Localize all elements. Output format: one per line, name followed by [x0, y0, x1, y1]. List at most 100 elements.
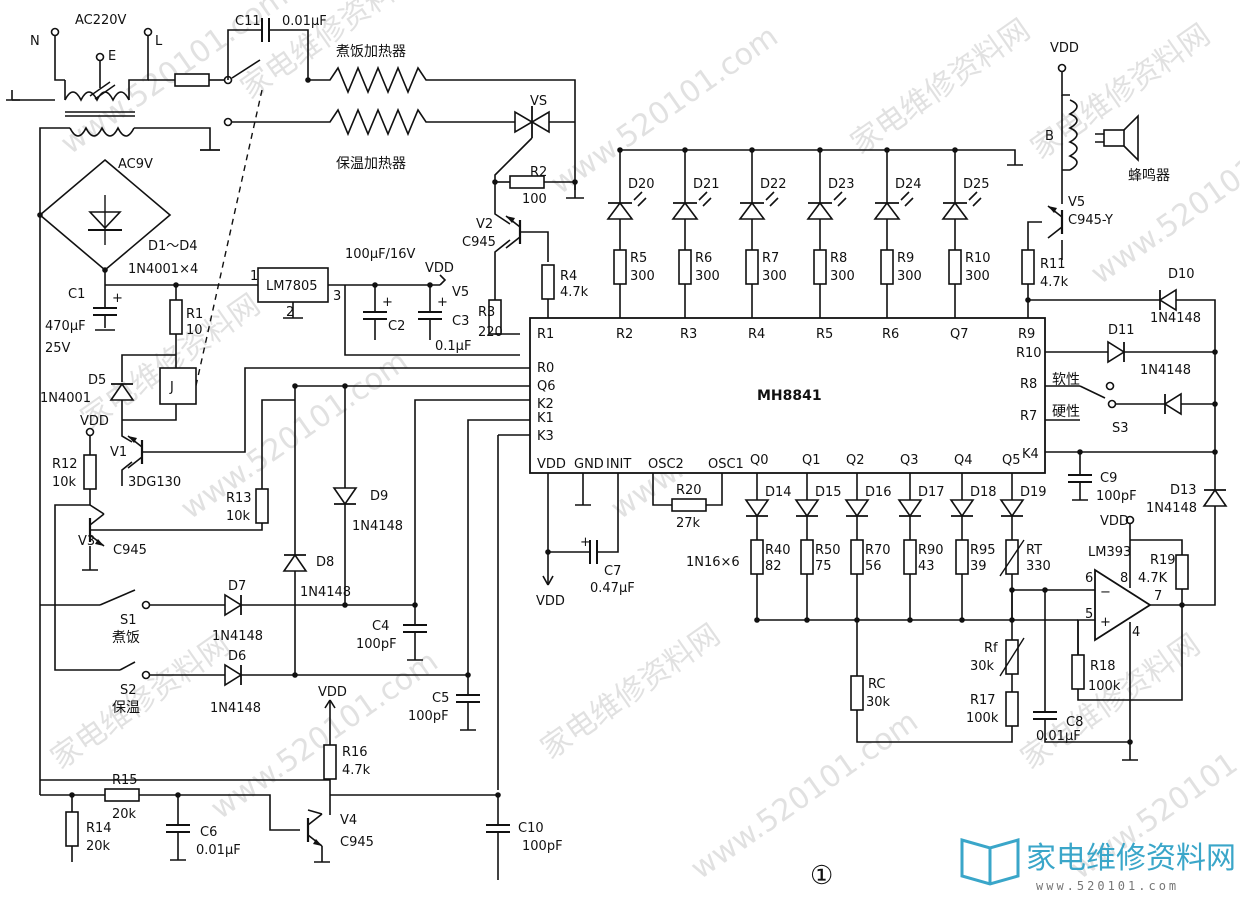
label-buzzer: 蜂鸣器 [1128, 167, 1170, 184]
label-n: N [30, 34, 40, 49]
led-d21 [671, 191, 712, 220]
watermark-cn: 家电维修资料网 [45, 627, 237, 776]
label-d6-value: 1N4148 [210, 701, 261, 716]
label-r20-value: 27k [676, 516, 701, 531]
led-row: D20R5300D21R6300D22R7300D23R8300D24R9300… [606, 147, 1023, 318]
label-c1-value: 470μF [45, 319, 86, 334]
label-d21: D21 [693, 177, 720, 192]
label-5v: V5 [452, 285, 469, 300]
ic-pin-gnd: GND [574, 457, 604, 472]
watermark-cn: 家电维修资料网 [1015, 627, 1207, 776]
label-rc-value: 30k [866, 695, 891, 710]
label-r7-led: R7 [762, 251, 779, 266]
label-r6-led: R6 [695, 251, 712, 266]
label-r16-value: 4.7k [342, 763, 371, 778]
label-d19: D19 [1020, 485, 1047, 500]
ic-pin-r5: R5 [816, 327, 833, 342]
ic-pin-q6: Q6 [537, 379, 556, 394]
label-r1-value: 10 [186, 323, 203, 338]
rectifier-bridge: D1～D4 1N4001×4 + C1 470μF 25V R1 10 [37, 158, 258, 780]
label-c1-plus: + [112, 291, 123, 306]
label-d13: D13 [1170, 483, 1197, 498]
label-d9-value: 1N4148 [352, 519, 403, 534]
regulator: LM7805 1 3 2 V5 VDD 100μF/16V + C2 + C3 … [250, 247, 520, 356]
logo-url: www.520101.com [1036, 879, 1179, 893]
label-r11: R11 [1040, 257, 1066, 272]
label-100uf: 100μF/16V [345, 247, 415, 262]
label-c6: C6 [200, 825, 217, 840]
ic-pin-vdd: VDD [537, 457, 566, 472]
diode-d16 [844, 499, 870, 518]
label-r14: R14 [86, 821, 112, 836]
label-r2-left: R2 [530, 165, 547, 180]
lm393-pin4: 4 [1132, 625, 1140, 640]
label-v1-value: 3DG130 [128, 475, 181, 490]
led-d24 [873, 191, 914, 220]
label-r5-led: R5 [630, 251, 647, 266]
label-s3: S3 [1112, 421, 1129, 436]
label-diodes-bottom-value: 1N16×6 [686, 555, 740, 570]
resistor-r8 [813, 249, 827, 285]
label-d7-value: 1N4148 [212, 629, 263, 644]
label-c10-value: 100pF [522, 839, 563, 854]
label-v5-value: C945-Y [1068, 213, 1113, 228]
label-c5-value: 100pF [408, 709, 449, 724]
label-ac220v: AC220V [75, 13, 127, 28]
label-s1-cook: 煮饭 [112, 630, 140, 646]
label-rc: RC [868, 677, 885, 692]
label-d24: D24 [895, 177, 922, 192]
label-r40: R40 [765, 543, 791, 558]
label-r10-led: R10 [965, 251, 991, 266]
svg-text:+: + [1100, 615, 1111, 630]
diode-d18 [949, 499, 975, 518]
watermark-cn: 家电维修资料网 [535, 617, 727, 766]
ic-name: MH8841 [757, 388, 822, 404]
ic-pin-init: INIT [606, 457, 631, 472]
watermark-url: www.520101.com [545, 19, 785, 202]
label-d17: D17 [918, 485, 945, 500]
resistor-r17 [1005, 691, 1019, 727]
resistor-r9 [880, 249, 894, 285]
label-c2: C2 [388, 319, 405, 334]
v2-driver: V2 C945 R4 4.7k R3 220 [462, 190, 589, 340]
label-vdd-bottom: VDD [536, 594, 565, 609]
label-r14-value: 20k [86, 839, 111, 854]
label-c3: C3 [452, 314, 469, 329]
label-led-res-value: 300 [830, 269, 855, 284]
label-r12: R12 [52, 457, 78, 472]
label-c7-value: 0.47μF [590, 581, 635, 596]
label-d8: D8 [316, 555, 334, 570]
heater-section: C11 0.01μF 煮饭加热器 保温加热器 VS R2 100 [194, 14, 584, 391]
ic-pin-q2: Q2 [846, 453, 865, 468]
lm393-pin5: 5 [1085, 607, 1093, 622]
label-ac9v: AC9V [118, 157, 153, 172]
label-d1-d4: D1～D4 [148, 239, 198, 254]
figure-number: ① [810, 861, 833, 891]
label-r3-value: 220 [478, 325, 503, 340]
label-vs: VS [530, 94, 547, 109]
label-d20: D20 [628, 177, 655, 192]
ic-pin-q1: Q1 [802, 453, 821, 468]
label-warm-heater: 保温加热器 [336, 156, 406, 172]
zero-cross-section: R15 20k R14 20k C6 0.01μF VDD R16 4.7k V… [39, 685, 563, 880]
ic-pin-r8: R8 [1020, 377, 1037, 392]
ic-bottom-connections: VDD + C7 0.47μF R20 27k [536, 473, 723, 609]
label-d15: D15 [815, 485, 842, 500]
label-s1: S1 [120, 613, 137, 628]
label-soft: 软性 [1052, 372, 1080, 388]
label-v1: V1 [110, 445, 127, 460]
label-d5-value: 1N4001 [40, 391, 91, 406]
ic-pin-r9: R9 [1018, 327, 1035, 342]
ic-pin-osc2: OSC2 [648, 457, 684, 472]
label-r70: R70 [865, 543, 891, 558]
label-d9: D9 [370, 489, 388, 504]
label-d16: D16 [865, 485, 892, 500]
label-r12-value: 10k [52, 475, 77, 490]
resistor-r10 [948, 249, 962, 285]
label-r4: R4 [560, 269, 577, 284]
label-r15-value: 20k [112, 807, 137, 822]
resistor-r5 [613, 249, 627, 285]
label-rt: RT [1026, 543, 1042, 558]
ic-pin-r2: R2 [616, 327, 633, 342]
resistor-bottom [850, 539, 864, 575]
